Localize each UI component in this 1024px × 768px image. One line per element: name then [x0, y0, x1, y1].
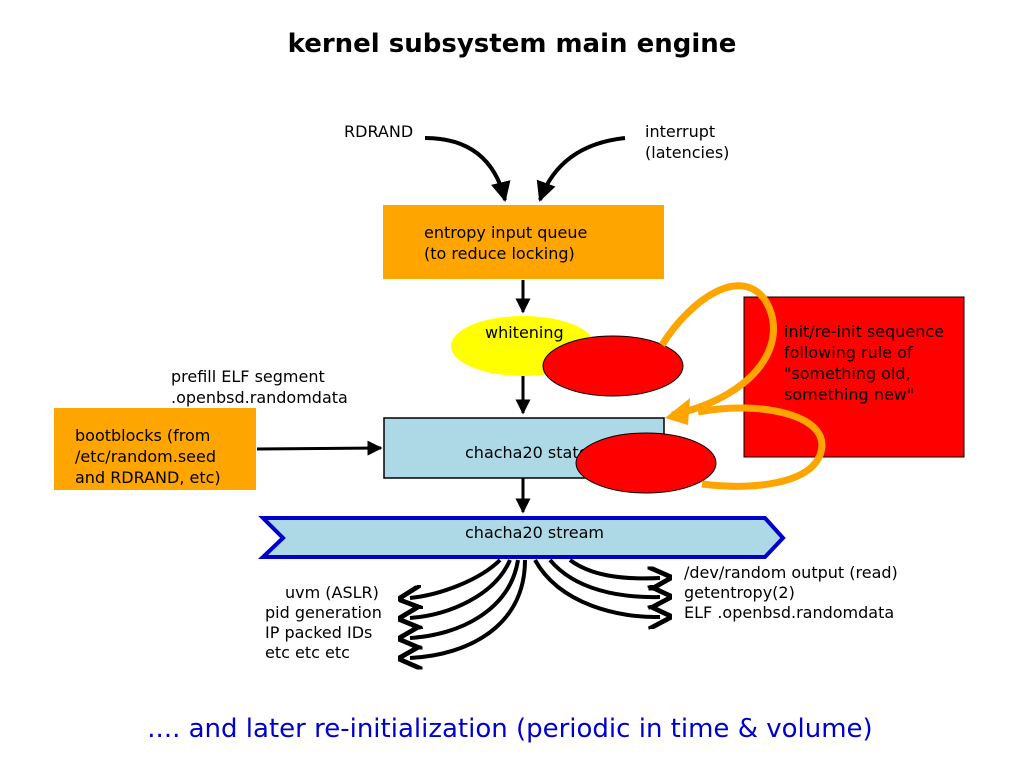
consumer-left-2: pid generation [265, 603, 382, 622]
interrupt-arrow [536, 136, 626, 202]
footer-note: .... and later re-initialization (period… [147, 714, 872, 744]
chacha-stream-label: chacha20 stream [465, 523, 604, 542]
init-note-line4: something new" [784, 385, 914, 404]
bootblocks-to-state-arrow [256, 440, 383, 456]
bootblocks-line1: bootblocks (from [75, 426, 210, 445]
chacha-stream-shape [257, 516, 786, 559]
red-ellipse-lower [575, 432, 717, 494]
consumer-right-2: getentropy(2) [684, 583, 795, 602]
bootblocks-line2: /etc/random.seed [75, 447, 216, 466]
whitening-label: whitening [485, 323, 564, 342]
bootblocks-line3: and RDRAND, etc) [75, 468, 221, 487]
prefill-label: prefill ELF segment [171, 367, 325, 386]
consumer-right-3: ELF .openbsd.randomdata [684, 603, 894, 622]
rdrand-arrow [424, 136, 511, 202]
init-note-line1: init/re-init sequence [784, 322, 944, 341]
right-consumer-arrows [533, 558, 660, 617]
entropy-queue-label: entropy input queue [424, 223, 587, 242]
consumer-left-4: etc etc etc [265, 643, 350, 662]
latencies-label: (latencies) [645, 143, 729, 162]
chacha-state-label: chacha20 state [465, 443, 588, 462]
interrupt-label: interrupt [645, 122, 715, 141]
init-note-box [743, 296, 965, 458]
diagram-title: kernel subsystem main engine [288, 29, 737, 59]
consumer-left-3: IP packed IDs [265, 623, 372, 642]
entropy-queue-box [383, 205, 664, 279]
orange-loop-upper [659, 282, 777, 419]
init-note-line3: "something old, [784, 364, 911, 383]
rdrand-label: RDRAND [344, 122, 413, 141]
init-note-line2: following rule of [784, 343, 913, 362]
prefill-sublabel: .openbsd.randomdata [171, 388, 348, 407]
orange-loop-lower [697, 404, 826, 490]
orange-loop-arrowhead [665, 398, 690, 425]
red-ellipse-upper [542, 335, 684, 397]
left-consumer-arrows [410, 558, 527, 658]
bootblocks-box [54, 408, 256, 490]
entropy-queue-sublabel: (to reduce locking) [424, 244, 575, 263]
consumer-left-1: uvm (ASLR) [285, 583, 379, 602]
consumer-right-1: /dev/random output (read) [684, 563, 898, 582]
